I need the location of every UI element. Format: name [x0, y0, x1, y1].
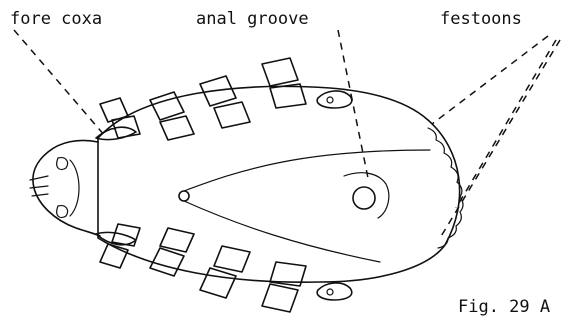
capitulum [33, 140, 100, 236]
label-fore-coxa: fore coxa [10, 9, 102, 29]
leader-festoon-upper [432, 36, 548, 124]
genital-groove [184, 150, 430, 262]
basis-capituli [70, 160, 79, 216]
palp-lower [57, 206, 68, 218]
palp-upper [57, 158, 68, 170]
leg-3-upper [200, 76, 250, 128]
spiracular-plate-upper [317, 91, 352, 108]
legs-lower [96, 224, 306, 312]
spiracle-lower [327, 289, 333, 295]
legs-upper [96, 58, 306, 140]
label-anal-groove: anal groove [196, 9, 309, 29]
leg-4-upper [262, 58, 306, 108]
anus [353, 187, 375, 209]
label-festoons: festoons [440, 9, 522, 29]
genital-pore [179, 191, 189, 201]
leader-anal-groove [338, 30, 368, 178]
figure-caption: Fig. 29 A [458, 297, 550, 317]
leg-1-upper [96, 98, 140, 140]
hypostome [30, 176, 48, 196]
leg-3-lower [200, 246, 250, 298]
leg-1-lower [96, 224, 140, 268]
spiracle-upper [327, 97, 333, 103]
anal-groove [344, 173, 389, 218]
body-outline [98, 86, 460, 282]
leader-lines [14, 30, 560, 238]
leader-festoon-middle [456, 40, 556, 208]
spiracular-plate-lower [317, 283, 352, 300]
leg-2-lower [150, 228, 194, 276]
leader-fore-coxa [14, 30, 105, 136]
leg-4-lower [262, 262, 306, 312]
